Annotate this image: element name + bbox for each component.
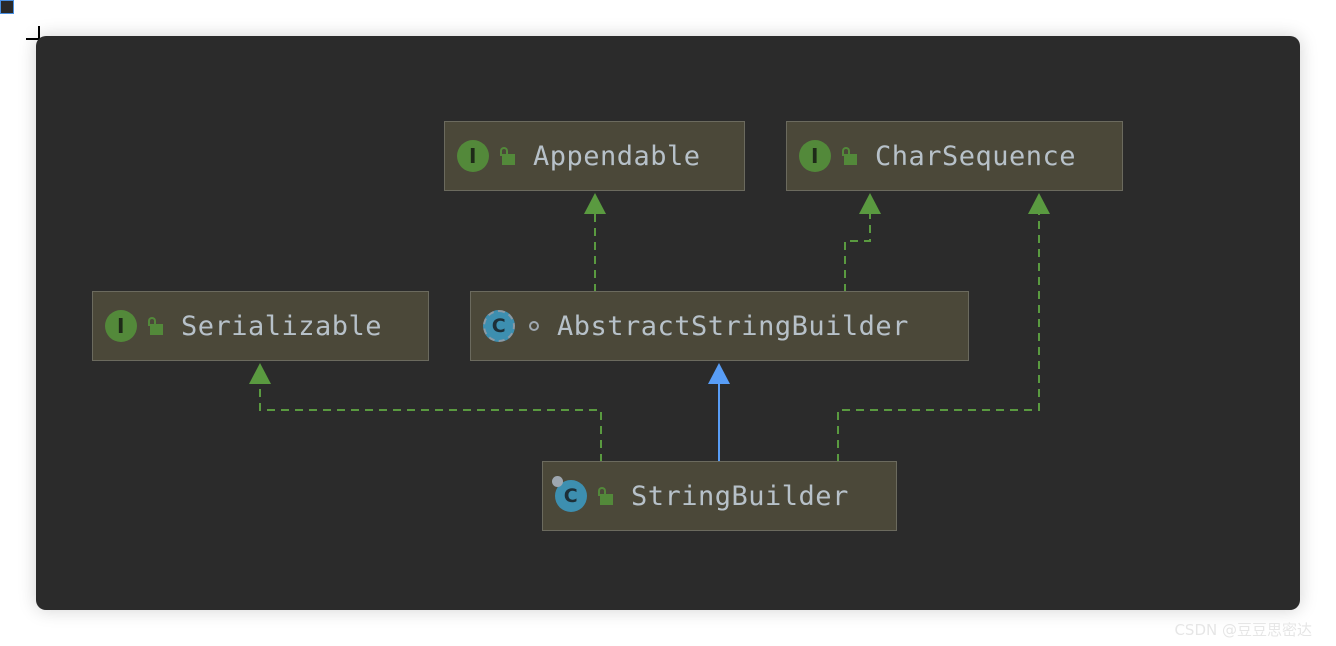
unlock-icon xyxy=(841,147,857,165)
node-label: CharSequence xyxy=(875,140,1077,172)
implements-arrowhead xyxy=(249,363,271,384)
edge-abstractstringbuilder-charsequence xyxy=(844,213,871,292)
class-icon-letter: C xyxy=(563,485,579,507)
final-class-icon: C xyxy=(552,476,587,512)
edge-stringbuilder-serializable xyxy=(259,383,602,462)
window-corner-icon xyxy=(0,0,14,14)
implements-arrowhead xyxy=(859,193,881,214)
node-label: AbstractStringBuilder xyxy=(557,310,909,342)
unlock-icon xyxy=(597,487,613,505)
node-appendable[interactable]: I Appendable xyxy=(444,121,745,191)
interface-icon: I xyxy=(105,310,137,342)
node-label: Serializable xyxy=(181,310,383,342)
abstract-class-icon: C xyxy=(483,310,515,342)
unlock-icon xyxy=(147,317,163,335)
final-mark-icon xyxy=(552,476,563,487)
node-stringbuilder[interactable]: C StringBuilder xyxy=(542,461,897,531)
node-serializable[interactable]: I Serializable xyxy=(92,291,429,361)
watermark: CSDN @豆豆思密达 xyxy=(1174,621,1312,639)
interface-icon: I xyxy=(799,140,831,172)
edge-stringbuilder-charsequence xyxy=(837,213,1040,462)
node-charsequence[interactable]: I CharSequence xyxy=(786,121,1123,191)
interface-icon: I xyxy=(457,140,489,172)
node-abstractstringbuilder[interactable]: C AbstractStringBuilder xyxy=(470,291,969,361)
package-private-icon xyxy=(529,321,539,331)
implements-arrowhead xyxy=(584,193,606,214)
node-label: StringBuilder xyxy=(631,480,849,512)
node-label: Appendable xyxy=(533,140,701,172)
unlock-icon xyxy=(499,147,515,165)
implements-arrowhead xyxy=(1028,193,1050,214)
extends-arrowhead xyxy=(708,363,730,384)
